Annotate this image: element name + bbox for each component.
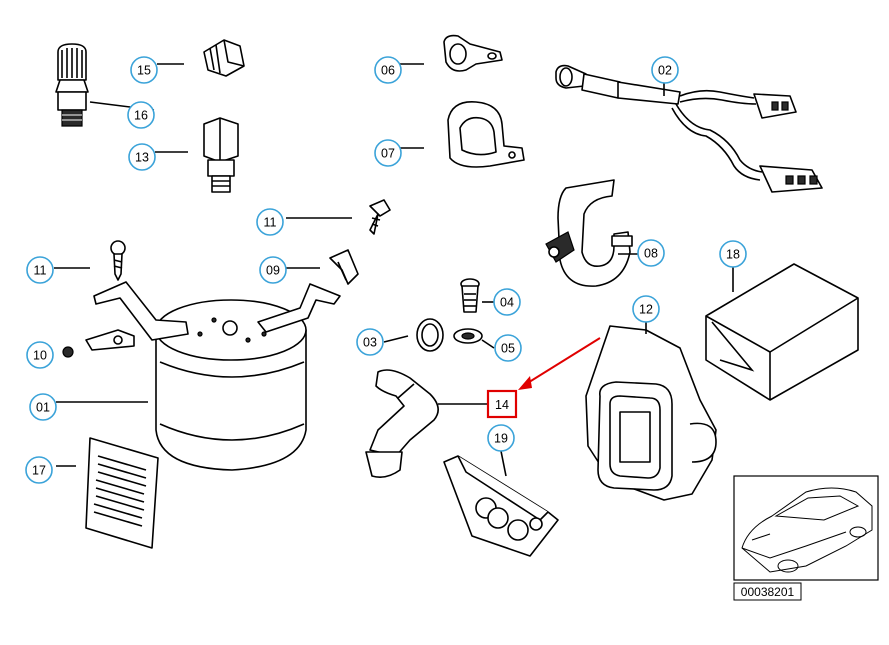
callout-09[interactable]: 09 [259, 256, 287, 284]
callout-circle [637, 239, 665, 267]
callout-circle [374, 56, 402, 84]
callout-03[interactable]: 03 [356, 328, 384, 356]
callout-label: 11 [34, 264, 47, 278]
callout-10[interactable]: 10 [26, 341, 54, 369]
part-07-bracket [447, 101, 525, 168]
callout-circle [29, 393, 57, 421]
callout-label: 09 [266, 264, 280, 278]
part-12-housing [585, 325, 717, 501]
part-04-bolt [460, 278, 480, 313]
callout-circle [25, 456, 53, 484]
callout-11[interactable]: 11 [26, 256, 54, 284]
callout-circle [256, 208, 284, 236]
callout-label: 06 [381, 64, 395, 78]
callout-label: 05 [501, 342, 515, 356]
part-18-box [705, 263, 859, 401]
callout-circle [128, 143, 156, 171]
callout-02[interactable]: 02 [651, 56, 679, 84]
callout-circle [651, 56, 679, 84]
callout-label: 15 [137, 64, 151, 78]
callout-circle [719, 240, 747, 268]
callout-19[interactable]: 19 [487, 424, 515, 452]
callout-15[interactable]: 15 [130, 56, 158, 84]
part-05-washer [453, 328, 483, 344]
part-02-wiring-harness [555, 64, 823, 193]
callout-circle [494, 334, 522, 362]
callout-label: 07 [381, 147, 395, 161]
callout-circle [26, 341, 54, 369]
callout-circle [487, 424, 515, 452]
callout-label: 10 [33, 349, 47, 363]
callout-14-label: 14 [495, 398, 509, 412]
callout-circle [374, 139, 402, 167]
part-03-o-ring [416, 318, 444, 352]
callout-06[interactable]: 06 [374, 56, 402, 84]
callout-16[interactable]: 16 [127, 101, 155, 129]
callout-label: 12 [639, 303, 653, 317]
part-08-clamp [545, 179, 633, 287]
callout-circle [259, 256, 287, 284]
callout-label: 04 [500, 296, 514, 310]
callout-12[interactable]: 12 [632, 295, 660, 323]
part-13-sensor [203, 117, 239, 193]
callout-08[interactable]: 08 [637, 239, 665, 267]
callout-04[interactable]: 04 [493, 288, 521, 316]
callout-label: 19 [494, 432, 508, 446]
callout-circle [632, 295, 660, 323]
part-06-clip [443, 34, 503, 72]
callout-label: 17 [32, 464, 46, 478]
callout-label: 18 [726, 248, 740, 262]
callout-07[interactable]: 07 [374, 139, 402, 167]
callout-01[interactable]: 01 [29, 393, 57, 421]
part-11-screw-upper [369, 199, 391, 235]
callout-layer: 15 16 13 06 07 02 11 11 09 08 18 04 10 03 05 12 01 19 17 [25, 56, 747, 484]
callout-label: 03 [363, 336, 377, 350]
part-19-plate [443, 455, 559, 557]
reference-number-label: 00038201 [733, 582, 802, 601]
callout-circle [130, 56, 158, 84]
part-11-screw-left [110, 240, 126, 281]
part-16-pressure-switch [55, 43, 89, 127]
highlight-arrow [518, 337, 601, 390]
svg-text:00038201: 00038201 [741, 585, 795, 599]
callout-label: 01 [36, 401, 50, 415]
vehicle-thumbnail [733, 475, 879, 581]
callout-label: 11 [264, 216, 277, 230]
callout-circle [127, 101, 155, 129]
callout-label: 08 [644, 247, 658, 261]
callout-circle [356, 328, 384, 356]
callout-17[interactable]: 17 [25, 456, 53, 484]
callout-13[interactable]: 13 [128, 143, 156, 171]
callout-label: 13 [135, 151, 149, 165]
callout-18[interactable]: 18 [719, 240, 747, 268]
callout-circle [493, 288, 521, 316]
part-09-clip [329, 249, 359, 285]
part-10-screw [62, 346, 74, 358]
part-17-document [85, 437, 159, 549]
part-15-cap [203, 39, 245, 77]
callout-11[interactable]: 11 [256, 208, 284, 236]
callout-14-highlighted[interactable]: 14 [486, 389, 518, 419]
callout-label: 16 [134, 109, 148, 123]
part-14-hose [365, 369, 439, 478]
callout-05[interactable]: 05 [494, 334, 522, 362]
callout-label: 02 [658, 64, 672, 78]
part-01-receiver-drier [85, 281, 341, 471]
callout-circle [26, 256, 54, 284]
